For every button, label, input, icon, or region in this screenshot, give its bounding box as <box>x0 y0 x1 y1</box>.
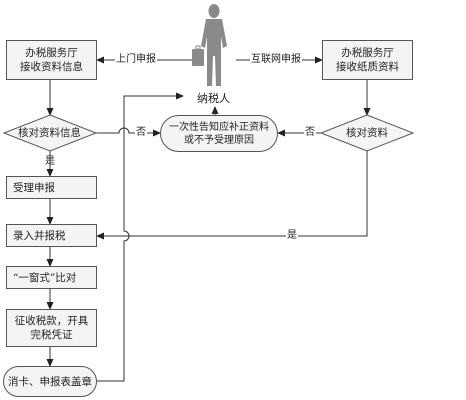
edge-label-yes-left: 是 <box>45 156 55 167</box>
edge-label-yes-right: 是 <box>286 230 298 242</box>
check-right-diamond <box>319 114 415 152</box>
node-check-materials: 核对资料 <box>346 127 388 139</box>
edge-label-online: 互联网申报 <box>250 54 302 66</box>
node-collect-tax: 征收税款，开具 完税凭证 <box>6 309 97 347</box>
edge-label-no-left: 否 <box>135 127 147 139</box>
node-office-receive-info: 办税服务厅 接收资料信息 <box>6 40 97 80</box>
check-left-diamond <box>2 114 98 152</box>
edge-label-onsite: 上门申报 <box>115 54 157 66</box>
edge-no-left <box>96 127 161 137</box>
node-cancel-card-stamp: 消卡、申报表盖章 <box>3 366 97 397</box>
node-taxpayer-label: 纳税人 <box>197 92 230 105</box>
edge-yes-right <box>96 151 368 240</box>
node-one-window-compare: “一窗式”比对 <box>6 266 97 289</box>
edge-label-no-right: 否 <box>304 127 316 139</box>
node-office-receive-paper: 办税服务厅 接收纸质资料 <box>322 40 413 80</box>
node-accept-declaration: 受理申报 <box>6 176 97 199</box>
node-check-info: 核对资料信息 <box>18 127 81 139</box>
taxpayer-figure <box>192 4 227 86</box>
node-notify-correction: 一次性告知应补正资料 或不予受理原因 <box>160 115 278 152</box>
node-enter-and-file: 录入并报税 <box>6 224 97 247</box>
